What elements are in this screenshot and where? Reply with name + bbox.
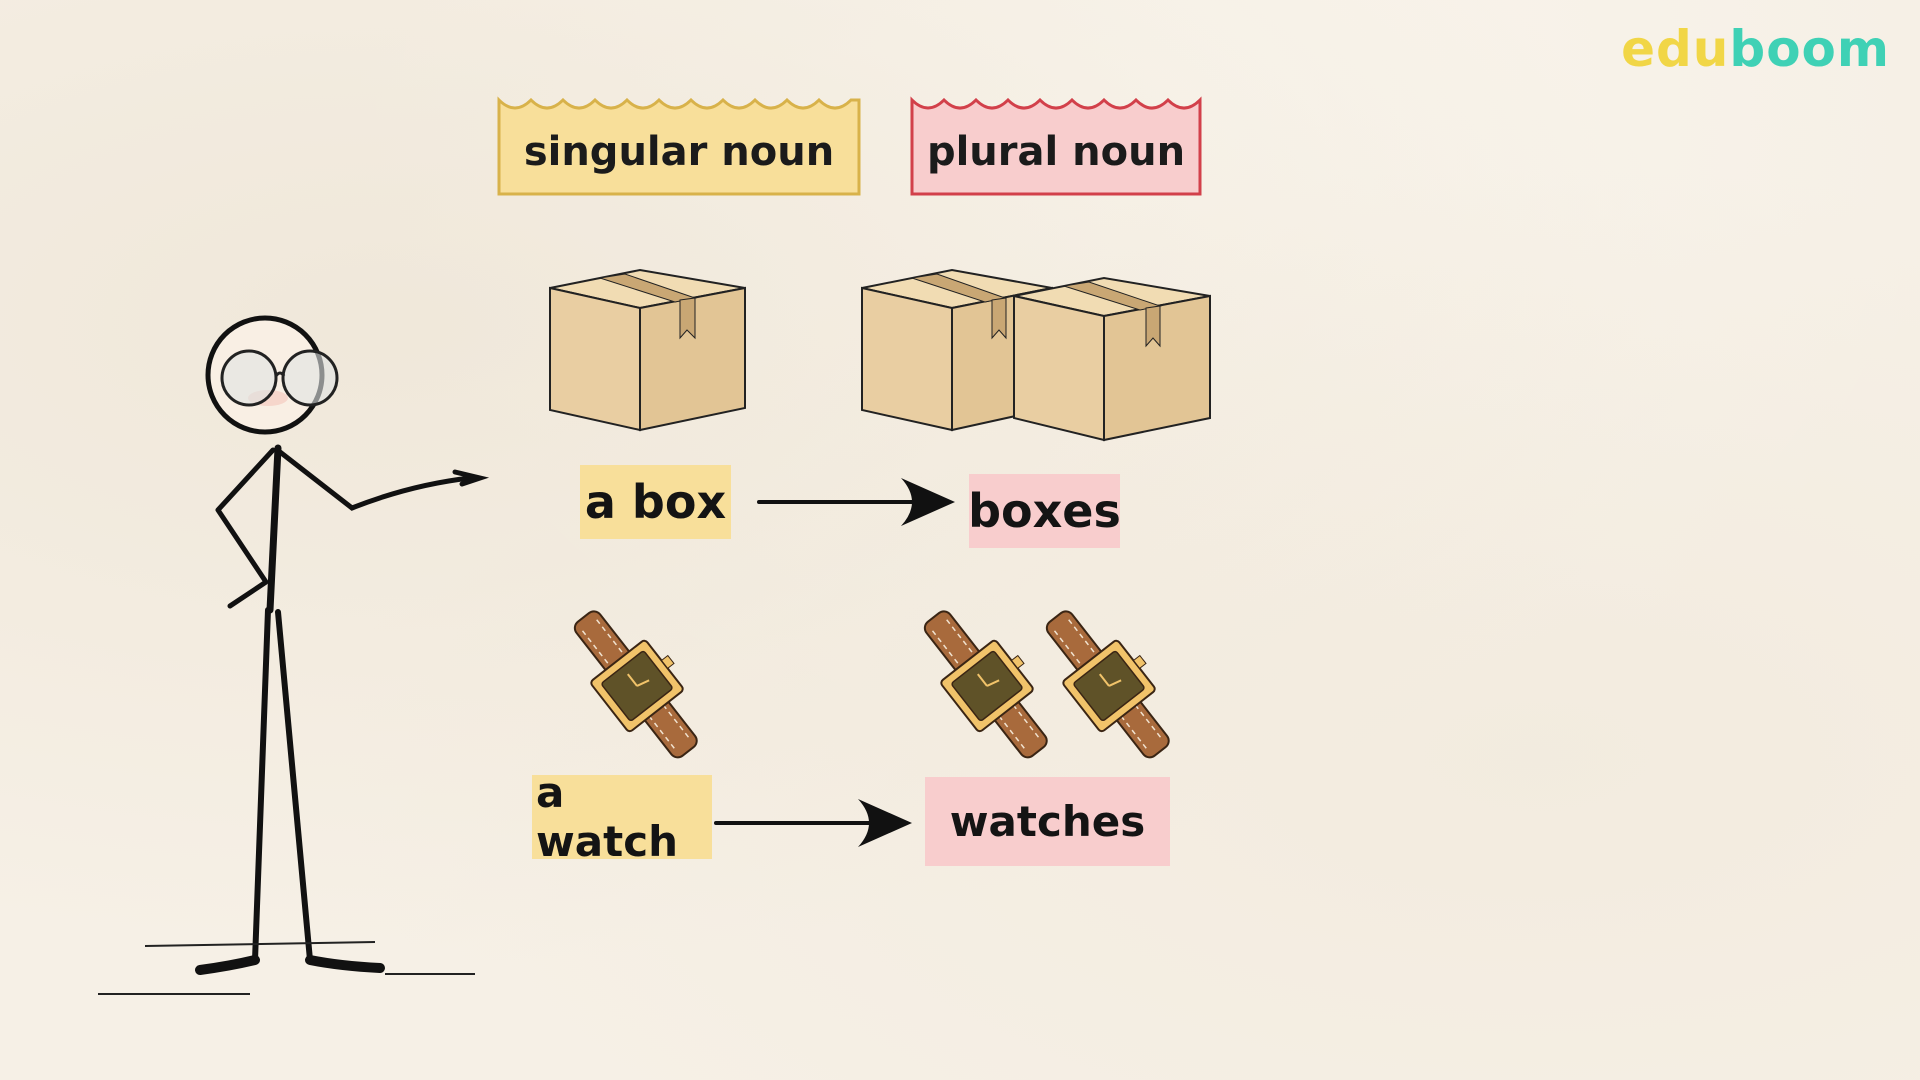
arrow-right-icon [757, 478, 955, 526]
wristwatch-icon [573, 610, 698, 759]
logo-edu: edu [1621, 20, 1730, 78]
plural-noun-label: plural noun [926, 129, 1186, 175]
word-a-watch: a watch [532, 768, 712, 866]
arrow-right-icon [714, 799, 912, 847]
word-boxes: boxes [968, 474, 1121, 548]
wristwatches-icon [923, 610, 1170, 759]
eduboom-logo: eduboom [1621, 20, 1890, 78]
word-watches: watches [925, 777, 1170, 866]
cardboard-boxes-icon [861, 268, 1211, 442]
singular-noun-header: singular noun [497, 96, 861, 196]
logo-boom: boom [1729, 20, 1890, 78]
cardboard-box-icon [549, 268, 746, 432]
singular-noun-label: singular noun [523, 129, 835, 175]
word-a-box: a box [580, 465, 731, 539]
scalloped-card-yellow [497, 96, 861, 196]
plural-noun-header: plural noun [910, 96, 1202, 196]
stick-figure-icon [98, 315, 490, 995]
scalloped-card-pink [910, 96, 1202, 196]
